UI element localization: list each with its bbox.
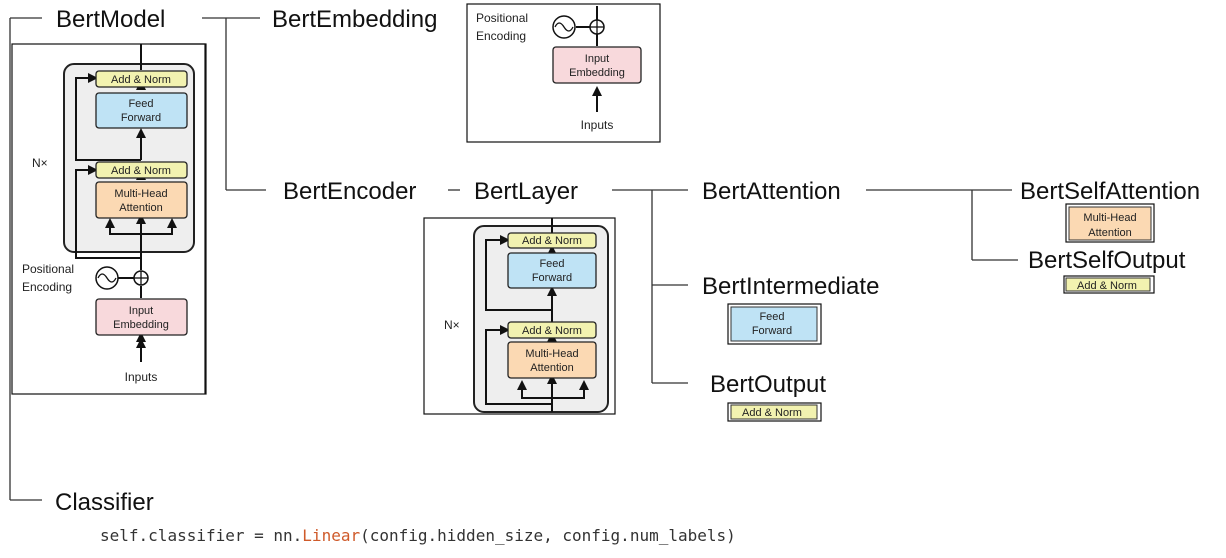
code-args: (config.hidden_size, config.num_labels) [360,526,736,545]
bert-intermediate-label: BertIntermediate [702,273,879,300]
add-norm-text: Add & Norm [522,235,582,247]
code-classifier: classifier [148,526,245,545]
forward-text: Forward [121,112,161,124]
bert-layer-label: BertLayer [474,178,578,205]
multi-head-text: Multi-Head [1083,212,1136,224]
tree-connectors [9,17,1018,501]
inputs-text: Inputs [581,118,614,132]
add-norm-text: Add & Norm [522,325,582,337]
attention-text: Attention [119,202,162,214]
add-norm-block [95,70,188,88]
bert-intermediate-chip: Feed Forward [727,303,822,345]
input-embedding-block [95,298,188,336]
input-text: Input [585,53,609,65]
positional-text: Positional [22,262,74,276]
feed-forward-block [507,252,597,289]
bert-self-output-label: BertSelfOutput [1028,247,1186,274]
feed-text: Feed [759,311,784,323]
encoding-text: Encoding [22,280,72,294]
input-embedding-block [552,46,642,84]
attention-text: Attention [530,362,573,374]
multi-head-text: Multi-Head [525,348,578,360]
bert-self-attention-chip: Multi-Head Attention [1065,203,1155,243]
add-norm-block [95,161,188,179]
code-assign: = nn. [245,526,303,545]
forward-text: Forward [532,272,572,284]
feed-text: Feed [539,258,564,270]
bert-self-attention-label: BertSelfAttention [1020,178,1200,205]
bert-output-label: BertOutput [710,371,826,398]
bert-embedding-figure: Positional Encoding Input Embedding Inpu… [466,3,661,143]
classifier-code-line: self.classifier = nn.Linear(config.hidde… [100,526,736,545]
multi-head-text: Multi-Head [114,188,167,200]
code-self: self. [100,526,148,545]
nx-text: N× [444,318,460,332]
inputs-text: Inputs [125,370,158,384]
bert-output-chip: Add & Norm [727,402,822,422]
code-linear: Linear [302,526,360,545]
multi-head-attention-block [95,181,188,219]
bert-model-label: BertModel [56,6,165,33]
bert-encoder-label: BertEncoder [283,178,416,205]
add-norm-block [507,232,597,249]
positional-text: Positional [476,11,528,25]
embedding-text: Embedding [569,67,625,79]
encoder-stack-box [63,63,195,253]
bert-self-output-chip: Add & Norm [1063,275,1155,294]
input-text: Input [129,305,153,317]
bert-layer-figure: Add & Norm Feed Forward Add & Norm Multi… [423,217,616,415]
bert-embedding-label: BertEmbedding [272,6,437,33]
nx-text: N× [32,156,48,170]
bert-model-figure: Add & Norm Feed Forward Add & Norm Multi… [11,43,207,395]
feed-forward-block [95,92,188,129]
multi-head-attention-block [507,341,597,379]
add-norm-text: Add & Norm [742,407,802,419]
attention-text: Attention [1088,227,1131,239]
bert-attention-label: BertAttention [702,178,841,205]
feed-text: Feed [128,98,153,110]
add-norm-text: Add & Norm [111,74,171,86]
forward-text: Forward [752,325,792,337]
classifier-label: Classifier [55,489,154,516]
add-norm-text: Add & Norm [1077,280,1137,292]
embedding-text: Embedding [113,319,169,331]
encoding-text: Encoding [476,29,526,43]
add-norm-text: Add & Norm [111,165,171,177]
add-norm-block [507,321,597,339]
